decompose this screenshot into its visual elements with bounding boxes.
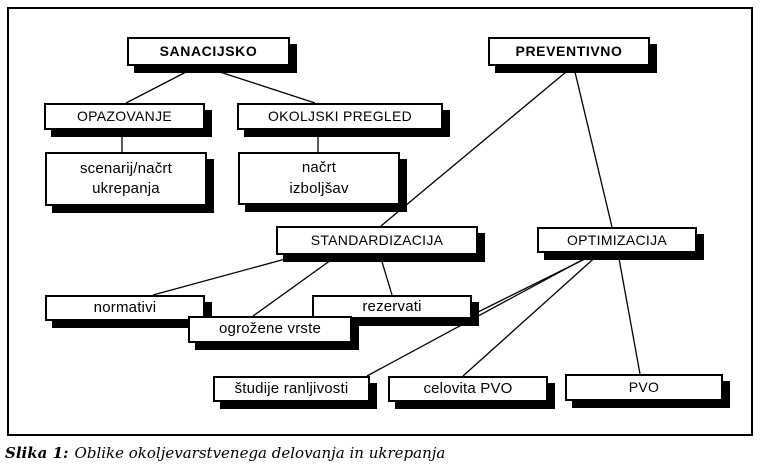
node-celovita-pvo: celovita PVO bbox=[388, 376, 548, 402]
node-normativi: normativi bbox=[45, 295, 205, 321]
node-label-celovita-pvo: celovita PVO bbox=[423, 379, 513, 397]
node-sanacijsko: SANACIJSKO bbox=[127, 37, 290, 66]
node-label-preventivno: PREVENTIVNO bbox=[515, 43, 623, 60]
node-pvo: PVO bbox=[565, 374, 723, 401]
figure-caption-text: Oblike okoljevarstvenega delovanja in uk… bbox=[74, 444, 446, 462]
node-nacrt-izboljsav: načrt izboljšav bbox=[238, 152, 400, 205]
node-studije-ranljivosti: študije ranljivosti bbox=[213, 376, 370, 402]
node-label-pvo: PVO bbox=[628, 379, 660, 396]
node-label-sanacijsko: SANACIJSKO bbox=[159, 43, 258, 60]
node-standardizacija: STANDARDIZACIJA bbox=[276, 226, 478, 255]
node-optimizacija: OPTIMIZACIJA bbox=[537, 227, 697, 253]
node-label-normativi: normativi bbox=[93, 298, 157, 316]
figure-caption-label: Slika 1: bbox=[5, 444, 69, 462]
node-opazovanje: OPAZOVANJE bbox=[44, 103, 205, 130]
node-label-opazovanje: OPAZOVANJE bbox=[76, 108, 173, 125]
node-label-standardizacija: STANDARDIZACIJA bbox=[310, 232, 444, 249]
node-scenarij-nacrt: scenarij/načrt ukrepanja bbox=[45, 152, 207, 206]
node-ogrozene-vrste: ogrožene vrste bbox=[188, 316, 352, 343]
diagram-border-frame bbox=[7, 7, 753, 436]
node-label-rezervati: rezervati bbox=[362, 297, 422, 315]
node-label-nacrt-izboljsav: načrt izboljšav bbox=[289, 159, 349, 197]
node-label-ogrozene-vrste: ogrožene vrste bbox=[218, 320, 322, 338]
node-preventivno: PREVENTIVNO bbox=[488, 37, 650, 66]
figure-caption: Slika 1: Oblike okoljevarstvenega delovan… bbox=[5, 444, 445, 462]
node-label-scenarij-nacrt: scenarij/načrt ukrepanja bbox=[79, 159, 172, 197]
node-okoljski-pregled: OKOLJSKI PREGLED bbox=[237, 103, 443, 130]
node-label-okoljski-pregled: OKOLJSKI PREGLED bbox=[267, 108, 413, 125]
node-label-optimizacija: OPTIMIZACIJA bbox=[566, 231, 668, 248]
node-label-studije-ranljivosti: študije ranljivosti bbox=[234, 379, 349, 397]
